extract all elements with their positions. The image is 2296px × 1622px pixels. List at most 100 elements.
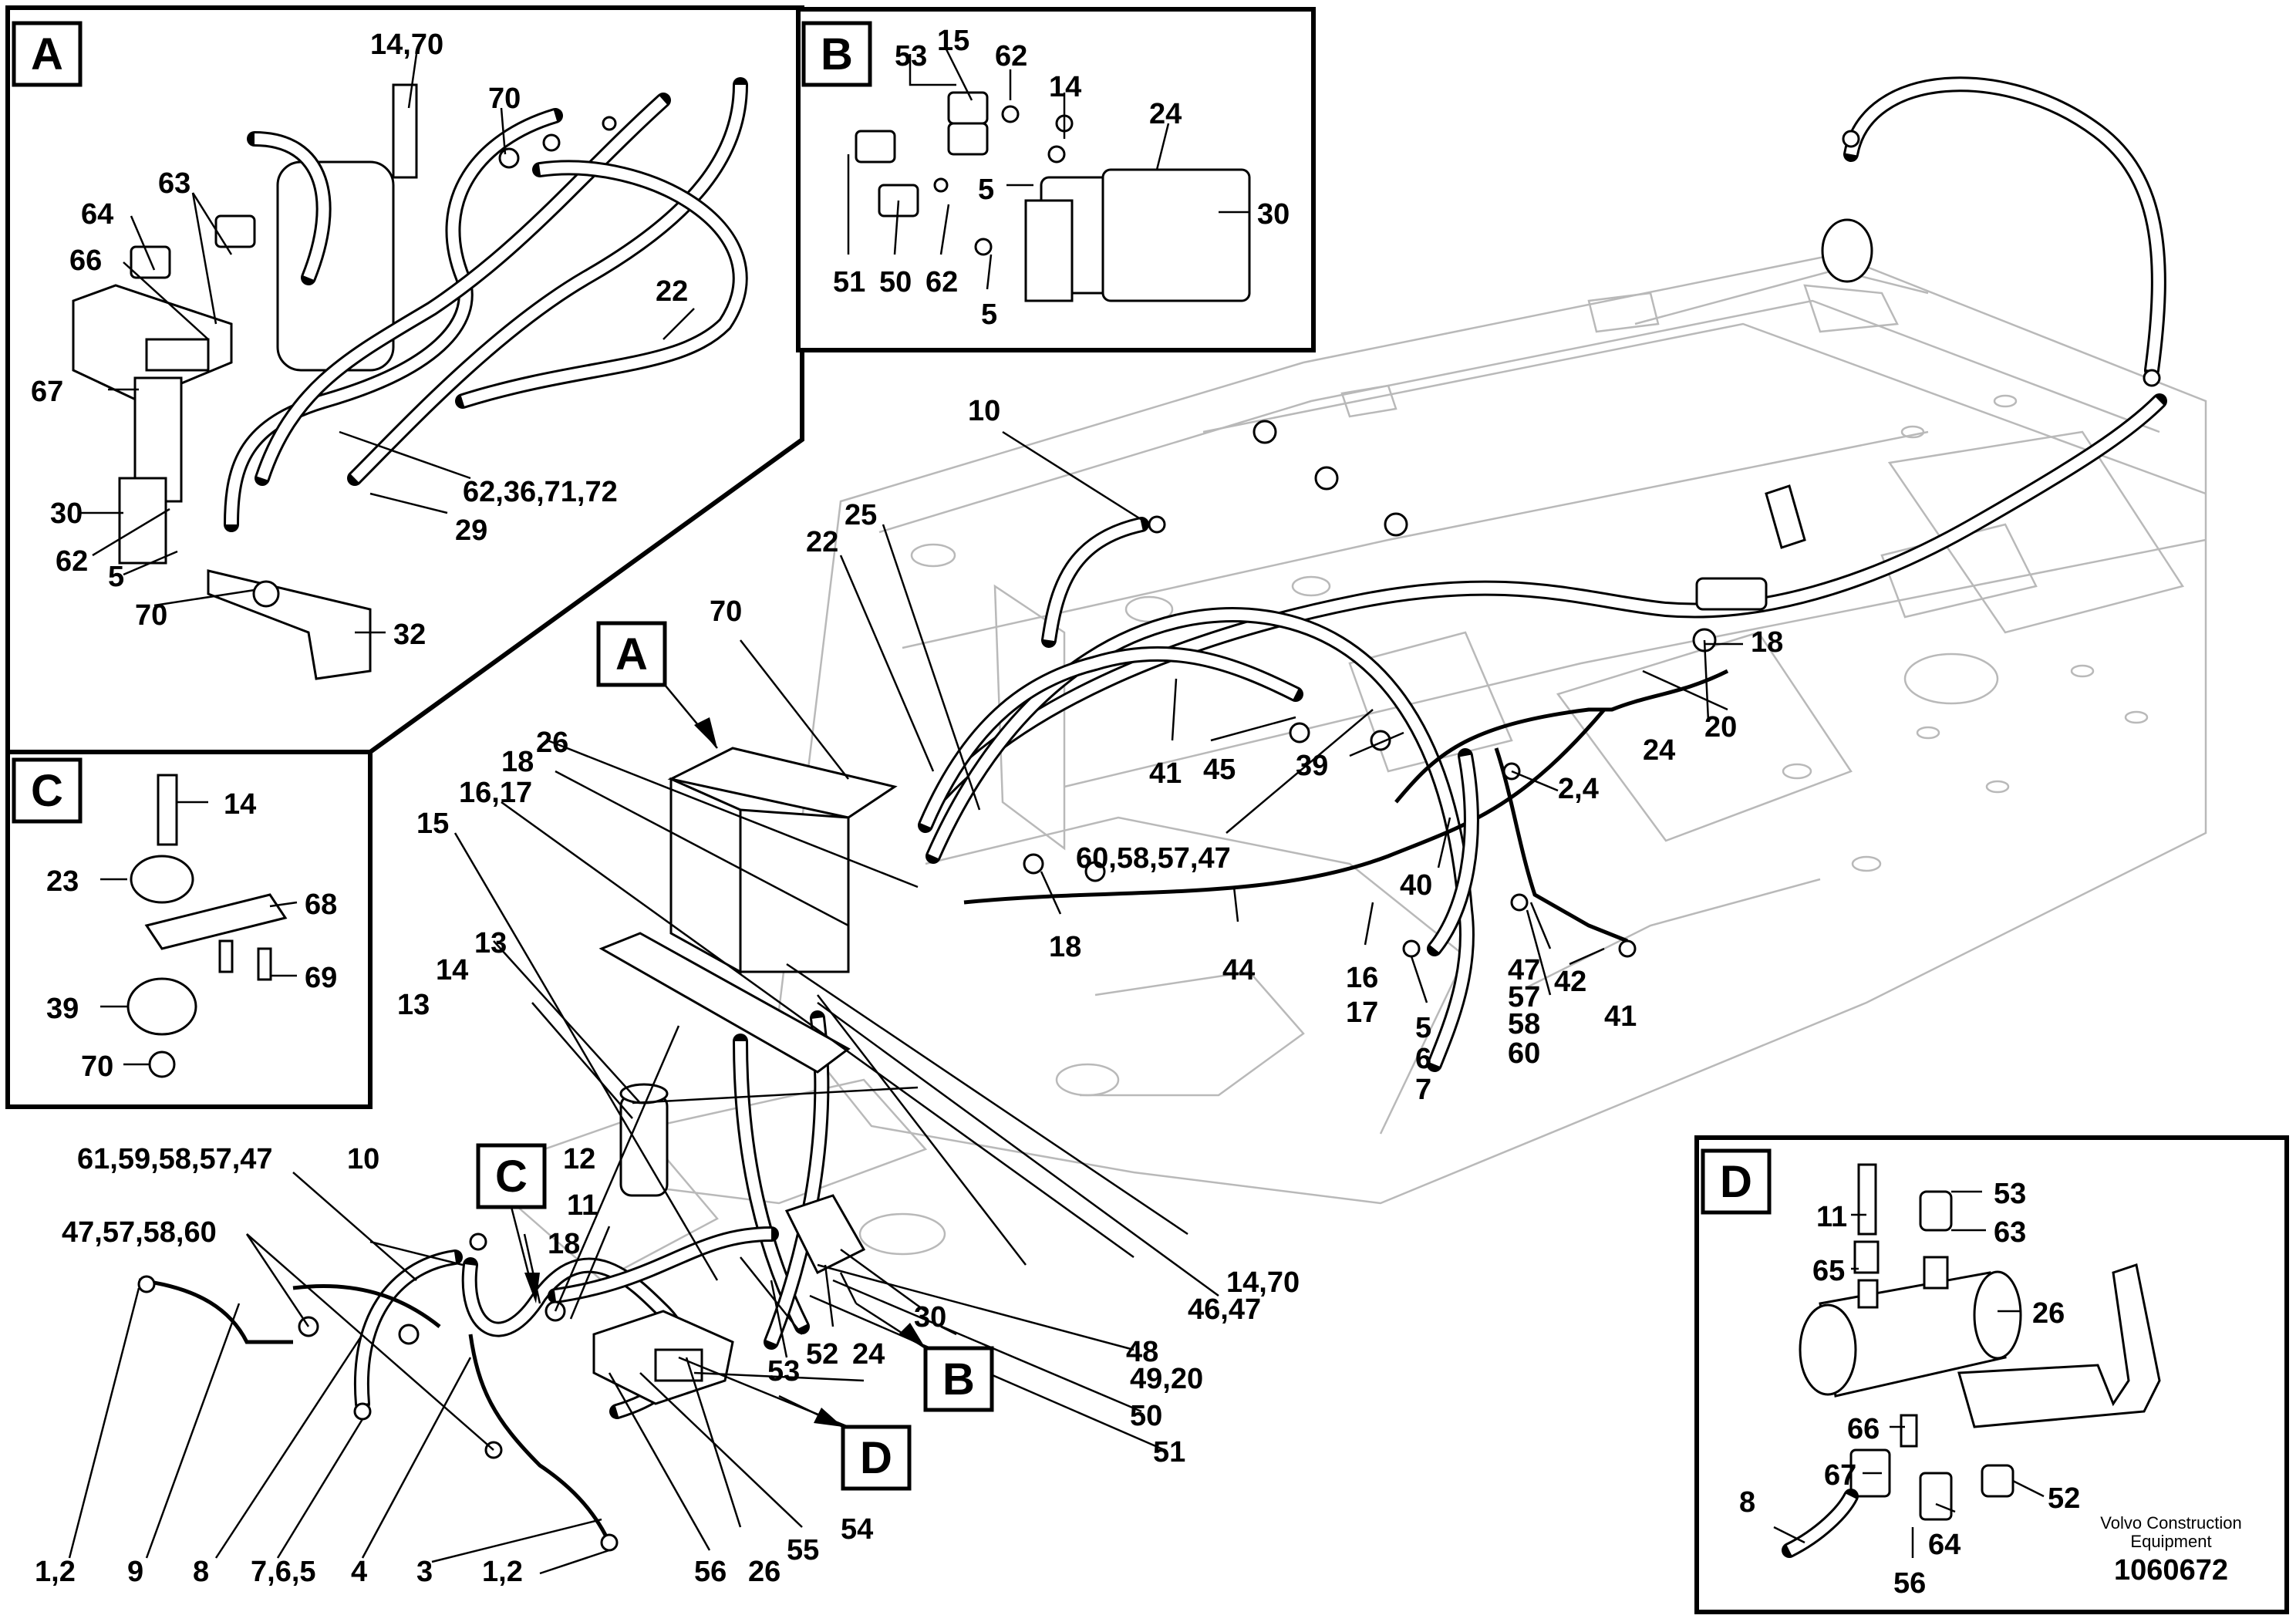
part-number-label: 41 <box>1604 1000 1637 1033</box>
part-number-label: 68 <box>305 889 337 921</box>
part-number-label: 49,20 <box>1130 1363 1203 1395</box>
part-number-label: 62,36,71,72 <box>463 476 618 508</box>
part-number-label: 16 <box>1346 962 1378 994</box>
part-number-label: 4 <box>351 1556 367 1588</box>
part-number-label: 47,57,58,60 <box>62 1216 217 1249</box>
part-number-label: 45 <box>1203 754 1236 786</box>
title-block: Volvo Construction Equipment 1060672 <box>2100 1513 2241 1587</box>
part-number-label: 42 <box>1554 966 1586 998</box>
part-number-label: 11 <box>1816 1201 1847 1233</box>
part-number-label: 12 <box>563 1143 595 1175</box>
inset-a-labels: 14,70 70 63 64 66 22 67 62,36,71,72 30 2… <box>31 29 688 651</box>
part-number-label: 6 <box>1415 1043 1431 1075</box>
drawing-number: 1060672 <box>2114 1554 2228 1587</box>
part-number-label: 26 <box>748 1556 781 1588</box>
view-letter-markers: A B C D A B C D <box>12 21 1772 1491</box>
part-number-label: 10 <box>347 1143 379 1175</box>
part-number-label: 50 <box>879 266 912 298</box>
part-number-label: 50 <box>1130 1400 1162 1432</box>
part-number-label: 40 <box>1400 869 1432 902</box>
part-number-label: 64 <box>81 198 113 231</box>
part-number-label: 11 <box>567 1189 598 1222</box>
brand-line-2: Equipment <box>2130 1532 2211 1551</box>
part-number-label: 67 <box>1824 1459 1856 1492</box>
part-number-label: 57 <box>1508 981 1540 1013</box>
part-number-label: 70 <box>135 599 167 632</box>
callout-a: A <box>615 629 648 679</box>
part-number-label: 66 <box>1847 1413 1880 1445</box>
part-number-label: 65 <box>1812 1255 1845 1287</box>
part-number-label: 14 <box>224 788 256 821</box>
inset-a <box>5 5 804 754</box>
part-number-label: 70 <box>81 1050 113 1083</box>
part-number-label: 22 <box>806 526 838 558</box>
callout-d: D <box>860 1433 892 1483</box>
part-number-label: 55 <box>787 1534 819 1566</box>
part-number-label: 14 <box>436 954 468 986</box>
part-number-label: 2,4 <box>1558 773 1599 805</box>
part-number-label: 67 <box>31 376 63 408</box>
part-number-label: 5 <box>1415 1012 1431 1044</box>
part-number-label: 52 <box>806 1338 838 1371</box>
part-number-label: 8 <box>193 1556 209 1588</box>
part-number-label: 5 <box>108 561 124 593</box>
part-number-label: 56 <box>694 1556 727 1588</box>
part-number-label: 16,17 <box>459 777 532 809</box>
part-number-label: 32 <box>393 619 426 651</box>
part-number-label: 44 <box>1222 954 1255 986</box>
part-number-label: 3 <box>416 1556 433 1588</box>
part-number-label: 7 <box>1415 1074 1431 1106</box>
part-number-label: 30 <box>914 1301 946 1334</box>
part-number-label: 48 <box>1126 1336 1158 1368</box>
main-labels: 10 25 22 70 18 20 24 41 45 39 2,4 26 18 … <box>35 395 1783 1588</box>
part-number-label: 1,2 <box>482 1556 523 1588</box>
part-number-label: 24 <box>1643 734 1675 767</box>
part-number-label: 8 <box>1739 1486 1755 1519</box>
part-number-label: 15 <box>416 808 449 840</box>
part-number-label: 30 <box>1257 198 1290 231</box>
part-number-label: 53 <box>1994 1178 2026 1210</box>
part-number-label: 26 <box>2032 1297 2065 1330</box>
box-letter-b: B <box>821 29 853 79</box>
part-number-label: 15 <box>937 25 969 57</box>
part-number-label: 18 <box>1049 931 1081 963</box>
part-number-label: 51 <box>833 266 865 298</box>
inset-d <box>1694 1135 2289 1614</box>
part-number-label: 51 <box>1153 1436 1185 1469</box>
part-number-label: 53 <box>895 40 927 73</box>
part-number-label: 23 <box>46 865 79 898</box>
part-number-label: 22 <box>656 275 688 308</box>
callout-c: C <box>495 1152 528 1202</box>
part-number-label: 58 <box>1508 1008 1540 1040</box>
part-number-label: 9 <box>127 1556 143 1588</box>
part-number-label: 24 <box>852 1338 885 1371</box>
part-number-label: 60,58,57,47 <box>1076 842 1231 875</box>
part-number-label: 62 <box>56 545 88 578</box>
part-number-label: 25 <box>845 499 877 531</box>
part-number-label: 5 <box>981 298 997 331</box>
part-number-label: 7,6,5 <box>251 1556 316 1588</box>
part-number-label: 18 <box>501 746 534 778</box>
part-number-label: 52 <box>2048 1482 2080 1515</box>
part-number-label: 13 <box>474 927 507 959</box>
part-number-label: 14,70 <box>370 29 443 61</box>
part-number-label: 63 <box>158 167 190 200</box>
part-number-label: 56 <box>1893 1567 1926 1600</box>
part-number-label: 62 <box>925 266 958 298</box>
part-number-label: 62 <box>995 40 1027 73</box>
part-number-label: 69 <box>305 962 337 994</box>
inset-b-labels: 53 15 62 14 24 30 5 51 50 62 5 <box>833 25 1290 331</box>
part-number-label: 54 <box>841 1513 873 1546</box>
box-letter-c: C <box>31 766 63 816</box>
part-number-label: 5 <box>978 174 994 206</box>
part-number-label: 39 <box>1296 750 1328 782</box>
part-number-label: 70 <box>488 83 521 115</box>
part-number-label: 64 <box>1928 1529 1961 1561</box>
hose-assemblies <box>138 76 2167 1544</box>
inset-b <box>796 7 1316 352</box>
part-number-label: 46,47 <box>1188 1293 1261 1326</box>
part-number-label: 63 <box>1994 1216 2026 1249</box>
part-number-label: 53 <box>767 1355 800 1388</box>
part-number-label: 10 <box>968 395 1000 427</box>
